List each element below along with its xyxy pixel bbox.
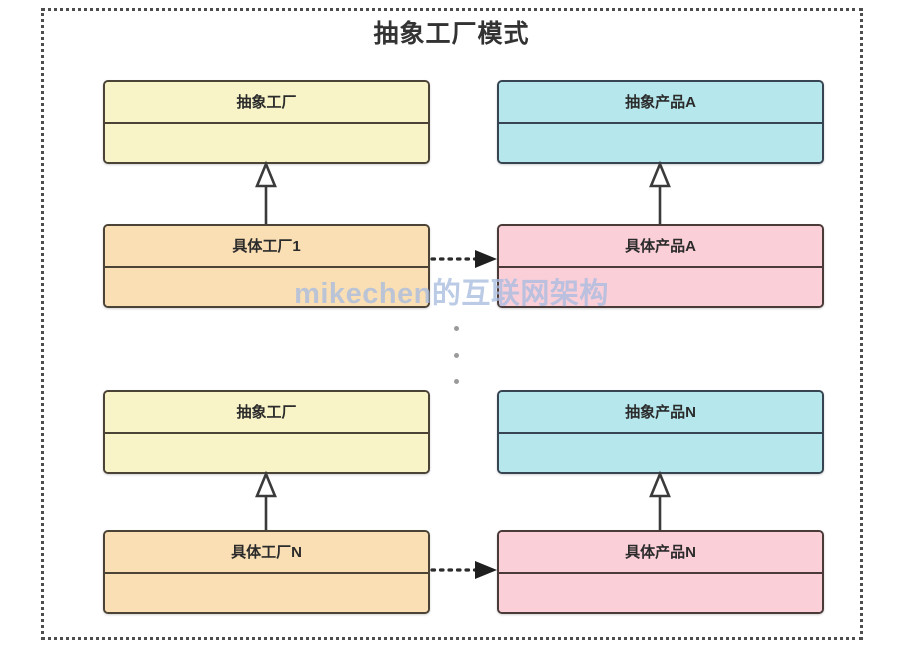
class-box-body (499, 574, 822, 612)
class-box-body (105, 124, 428, 162)
class-box-concrete-product-a[interactable]: 具体产品A (497, 224, 824, 308)
class-box-abstract-factory-a[interactable]: 抽象工厂 (103, 80, 430, 164)
class-box-concrete-product-n[interactable]: 具体产品N (497, 530, 824, 614)
class-box-concrete-factory-1[interactable]: 具体工厂1 (103, 224, 430, 308)
class-box-concrete-factory-n[interactable]: 具体工厂N (103, 530, 430, 614)
class-box-title: 具体产品A (499, 226, 822, 268)
class-box-abstract-product-n[interactable]: 抽象产品N (497, 390, 824, 474)
class-box-body (105, 574, 428, 612)
ellipsis-dot (453, 379, 459, 384)
class-box-body (499, 124, 822, 162)
ellipsis-dot (453, 326, 459, 331)
class-box-body (499, 268, 822, 306)
class-box-body (499, 434, 822, 472)
class-box-title: 抽象工厂 (105, 392, 428, 434)
class-box-title: 具体工厂N (105, 532, 428, 574)
class-box-title: 抽象工厂 (105, 82, 428, 124)
vertical-ellipsis-icon (452, 326, 460, 384)
class-box-body (105, 434, 428, 472)
class-box-title: 抽象产品N (499, 392, 822, 434)
class-box-abstract-product-a[interactable]: 抽象产品A (497, 80, 824, 164)
ellipsis-dot (453, 352, 459, 358)
page-title: 抽象工厂模式 (373, 20, 530, 48)
class-box-title: 抽象产品A (499, 82, 822, 124)
diagram-outer-frame (41, 8, 863, 640)
class-box-body (105, 268, 428, 306)
class-box-abstract-factory-n[interactable]: 抽象工厂 (103, 390, 430, 474)
class-box-title: 具体产品N (499, 532, 822, 574)
class-box-title: 具体工厂1 (105, 226, 428, 268)
